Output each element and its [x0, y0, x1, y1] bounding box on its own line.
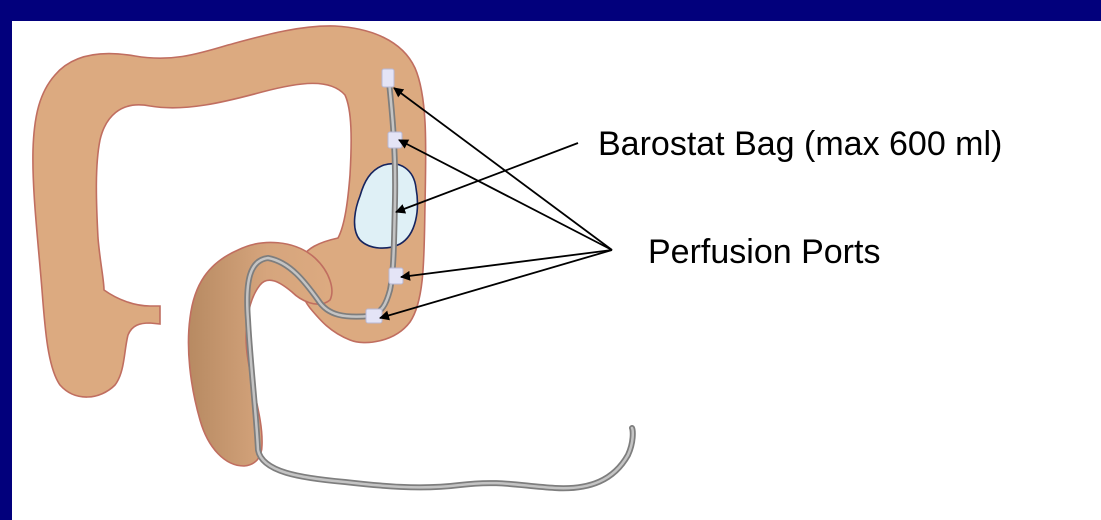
port-pointer-arrow [399, 140, 612, 250]
colon-descending [188, 242, 331, 466]
barostat-bag-label: Barostat Bag (max 600 ml) [598, 125, 1002, 163]
perfusion-ports-label: Perfusion Ports [648, 233, 880, 271]
perfusion-port [366, 309, 382, 323]
port-pointer-arrow [394, 88, 612, 250]
port-pointer-arrow [401, 250, 612, 277]
perfusion-port [382, 69, 394, 87]
perfusion-port [389, 268, 403, 284]
catheter-tube [247, 72, 633, 488]
